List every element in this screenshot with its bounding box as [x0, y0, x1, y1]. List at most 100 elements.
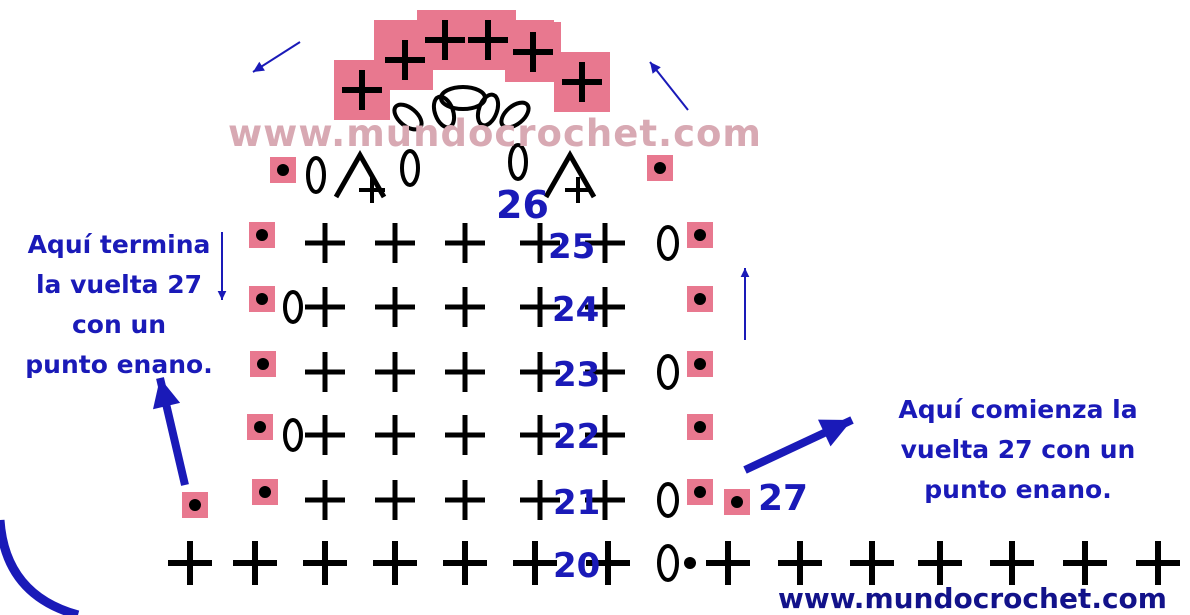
plus-icon — [990, 541, 1034, 585]
plus-icon — [305, 415, 345, 455]
plus-icon — [565, 177, 591, 203]
dot-icon — [694, 358, 706, 370]
note-line: punto enano. — [25, 350, 213, 379]
note-line: la vuelta 27 — [35, 270, 203, 299]
arrow-head — [740, 268, 750, 278]
oval-icon — [657, 354, 679, 390]
plus-icon — [918, 541, 962, 585]
oval-icon — [657, 225, 679, 261]
plus-icon — [359, 177, 385, 203]
plus-icon — [562, 62, 602, 102]
note-line: Aquí comienza la — [898, 395, 1138, 424]
plus-icon — [468, 20, 508, 60]
plus-icon — [1136, 541, 1180, 585]
plus-icon — [520, 480, 560, 520]
plus-icon — [1063, 541, 1107, 585]
arrow-icon — [217, 232, 227, 300]
stitch-layer — [168, 20, 1180, 585]
plus-icon — [445, 480, 485, 520]
oval-icon — [508, 143, 528, 181]
plus-icon — [585, 287, 625, 327]
note-line: punto enano. — [924, 475, 1112, 504]
row-label: 26 — [496, 183, 549, 227]
plus-icon — [585, 480, 625, 520]
note-end-round: Aquí termina la vuelta 27 con un punto e… — [8, 225, 230, 385]
dot-icon — [694, 486, 706, 498]
plus-icon — [375, 480, 415, 520]
row-label: 21 — [553, 483, 600, 523]
plus-icon — [445, 415, 485, 455]
arrow-icon — [153, 377, 189, 486]
caret-icon — [543, 149, 597, 199]
note-start-round: Aquí comienza la vuelta 27 con un punto … — [858, 390, 1178, 510]
arrow-icon — [740, 268, 750, 340]
note-line: con un — [71, 310, 167, 339]
dot-icon — [654, 162, 666, 174]
note-line: vuelta 27 con un — [900, 435, 1136, 464]
plus-icon — [585, 415, 625, 455]
oval-icon — [657, 544, 679, 582]
caret-icon — [333, 149, 387, 199]
arrow-layer — [153, 41, 854, 486]
oval-icon — [657, 482, 679, 518]
row-label: 24 — [552, 290, 599, 330]
arrow-icon — [743, 416, 854, 474]
dot-icon — [254, 421, 266, 433]
arrow-icon — [649, 61, 689, 111]
dot-icon — [731, 496, 743, 508]
oval-icon — [400, 149, 420, 187]
plus-icon — [513, 541, 557, 585]
plus-icon — [585, 223, 625, 263]
plus-icon — [445, 352, 485, 392]
plus-icon — [445, 223, 485, 263]
plus-icon — [586, 541, 630, 585]
arrow-head — [818, 419, 852, 447]
arrow-icon — [252, 41, 301, 73]
plus-icon — [375, 287, 415, 327]
row-label: 23 — [553, 355, 600, 395]
plus-icon — [778, 541, 822, 585]
dot-icon — [189, 499, 201, 511]
dot-icon — [257, 358, 269, 370]
plus-icon — [520, 415, 560, 455]
dot-icon — [277, 164, 289, 176]
dot-icon — [694, 421, 706, 433]
plus-icon — [375, 223, 415, 263]
plus-icon — [445, 287, 485, 327]
watermark-bottom: www.mundocrochet.com — [778, 582, 1167, 615]
oval-icon — [392, 102, 424, 132]
note-line: Aquí termina — [27, 230, 211, 259]
plus-icon — [850, 541, 894, 585]
dot-icon — [684, 557, 696, 569]
arrow-head — [217, 290, 227, 300]
plus-icon — [233, 541, 277, 585]
frame-border — [0, 519, 80, 615]
plus-icon — [443, 541, 487, 585]
watermark-top: www.mundocrochet.com — [228, 112, 762, 155]
dot-icon — [256, 293, 268, 305]
row-label: 27 — [758, 478, 808, 519]
plus-icon — [342, 70, 382, 110]
oval-icon — [283, 290, 303, 324]
dot-icon — [694, 293, 706, 305]
plus-icon — [585, 352, 625, 392]
plus-icon — [375, 415, 415, 455]
oval-icon — [306, 156, 326, 194]
plus-icon — [520, 352, 560, 392]
dot-icon — [259, 486, 271, 498]
plus-icon — [706, 541, 750, 585]
plus-icon — [385, 40, 425, 80]
plus-icon — [168, 541, 212, 585]
row-label: 20 — [553, 546, 600, 586]
dot-icon — [694, 229, 706, 241]
plus-icon — [425, 20, 465, 60]
row-label: 22 — [553, 417, 600, 457]
plus-icon — [373, 541, 417, 585]
oval-icon — [431, 94, 457, 130]
dot-icon — [256, 229, 268, 241]
plus-icon — [520, 287, 560, 327]
plus-icon — [303, 541, 347, 585]
